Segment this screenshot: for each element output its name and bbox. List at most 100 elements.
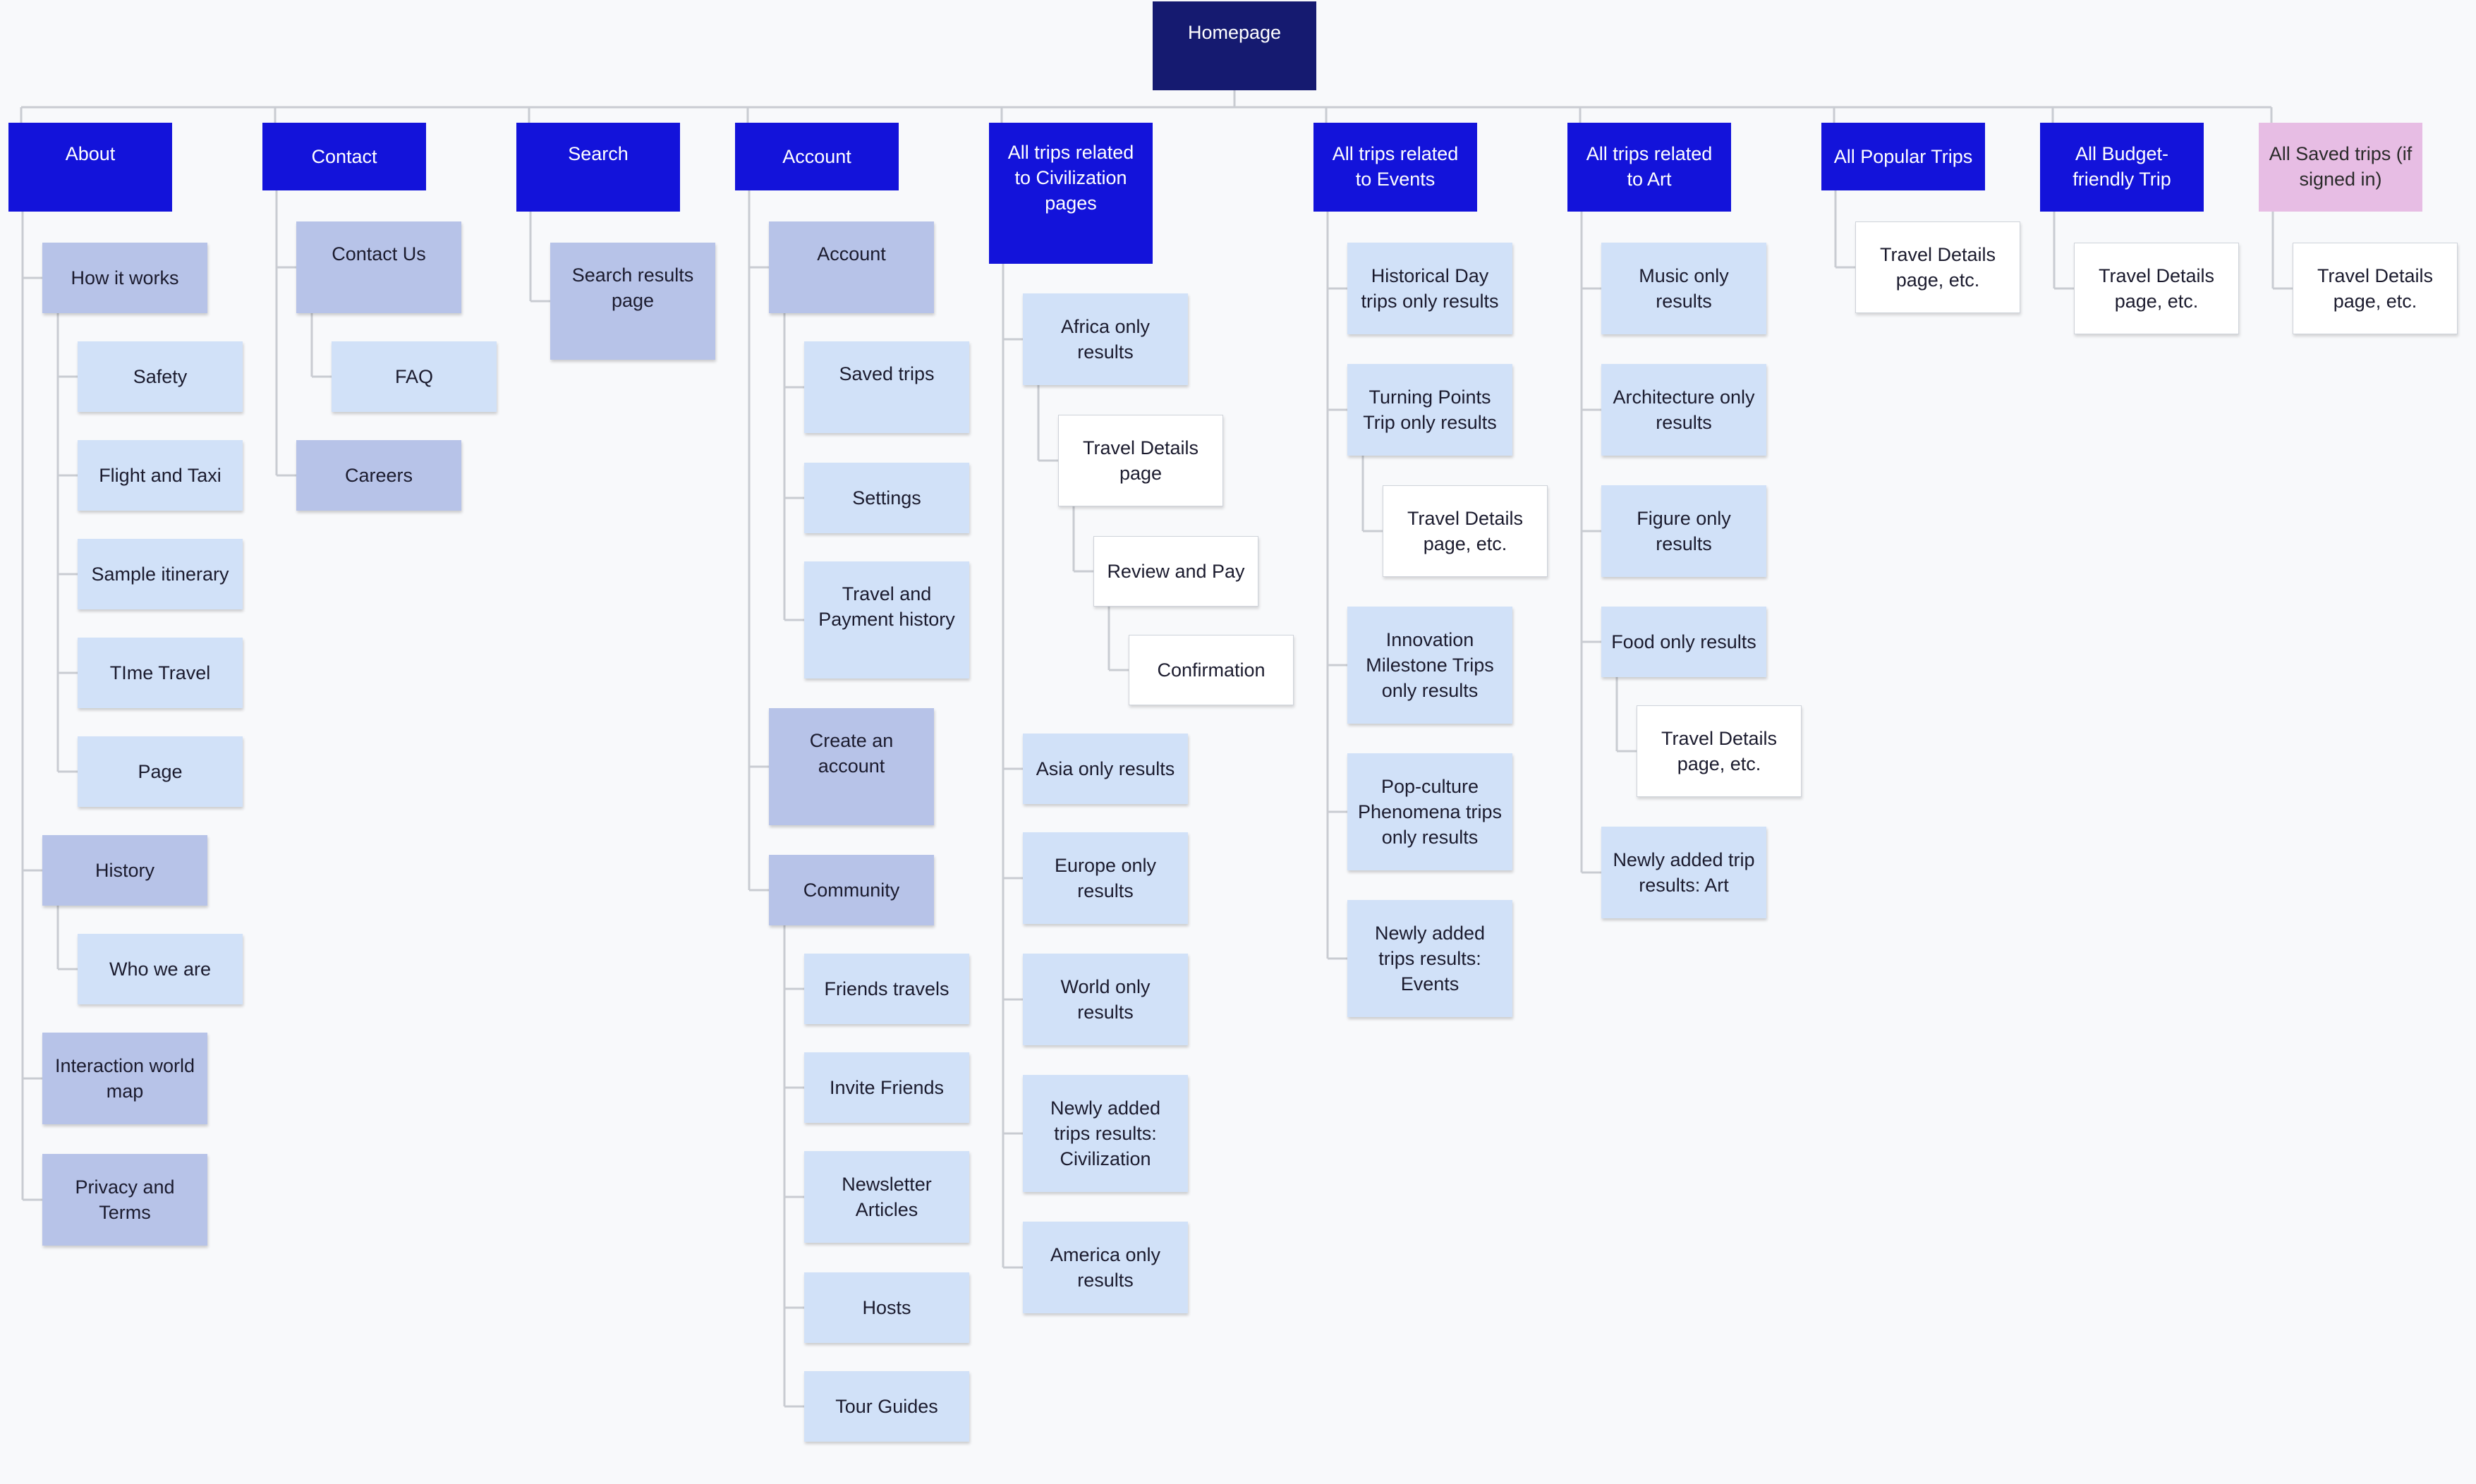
travel-payment-node[interactable]: Travel and Payment history bbox=[804, 561, 969, 679]
newsletter-node[interactable]: Newsletter Articles bbox=[804, 1151, 969, 1243]
search-node[interactable]: Search bbox=[516, 123, 680, 212]
music-label: Music only results bbox=[1639, 265, 1729, 312]
new-events-node[interactable]: Newly added trips results: Events bbox=[1347, 900, 1512, 1017]
privacy-terms-node[interactable]: Privacy and Terms bbox=[42, 1154, 207, 1246]
pop-culture-label: Pop-culture Phenomena trips only results bbox=[1357, 776, 1503, 848]
travel-details-events-node[interactable]: Travel Details page, etc. bbox=[1383, 485, 1548, 577]
events-label: All trips related to Events bbox=[1332, 143, 1459, 190]
travel-details-budget-node[interactable]: Travel Details page, etc. bbox=[2074, 243, 2239, 334]
contact-us-node[interactable]: Contact Us bbox=[296, 221, 461, 313]
travel-details-saved-node[interactable]: Travel Details page, etc. bbox=[2293, 243, 2458, 334]
search-results-label: Search results page bbox=[571, 264, 694, 311]
history-node[interactable]: History bbox=[42, 835, 207, 906]
how-it-works-node[interactable]: How it works bbox=[42, 243, 207, 313]
food-label: Food only results bbox=[1611, 631, 1756, 652]
who-we-are-node[interactable]: Who we are bbox=[78, 934, 243, 1004]
travel-details-popular-node[interactable]: Travel Details page, etc. bbox=[1855, 221, 2020, 313]
account-node[interactable]: Account bbox=[735, 123, 899, 190]
budget-node[interactable]: All Budget-friendly Trip bbox=[2040, 123, 2204, 212]
homepage-node[interactable]: Homepage bbox=[1153, 1, 1316, 90]
new-civilization-node[interactable]: Newly added trips results: Civilization bbox=[1023, 1075, 1188, 1192]
saved-trips-node[interactable]: Saved trips bbox=[804, 341, 969, 433]
figure-node[interactable]: Figure only results bbox=[1601, 485, 1766, 577]
popular-node[interactable]: All Popular Trips bbox=[1821, 123, 1985, 190]
interaction-map-node[interactable]: Interaction world map bbox=[42, 1033, 207, 1124]
careers-label: Careers bbox=[344, 465, 413, 486]
about-node[interactable]: About bbox=[8, 123, 172, 212]
safety-label: Safety bbox=[133, 366, 188, 387]
contact-label: Contact bbox=[311, 146, 377, 167]
who-we-are-label: Who we are bbox=[109, 959, 212, 980]
travel-details-events-label: Travel Details page, etc. bbox=[1407, 508, 1524, 554]
invite-friends-label: Invite Friends bbox=[829, 1077, 945, 1098]
page-label: Page bbox=[138, 761, 183, 782]
hosts-node[interactable]: Hosts bbox=[804, 1272, 969, 1343]
account-sub-node[interactable]: Account bbox=[769, 221, 934, 313]
events-node[interactable]: All trips related to Events bbox=[1313, 123, 1477, 212]
innovation-node[interactable]: Innovation Milestone Trips only results bbox=[1347, 607, 1512, 724]
review-pay-label: Review and Pay bbox=[1107, 561, 1245, 582]
create-account-node[interactable]: Create an account bbox=[769, 708, 934, 825]
about-label: About bbox=[65, 143, 116, 164]
america-node[interactable]: America only results bbox=[1023, 1222, 1188, 1313]
africa-node[interactable]: Africa only results bbox=[1023, 293, 1188, 385]
europe-label: Europe only results bbox=[1054, 855, 1157, 901]
confirmation-label: Confirmation bbox=[1157, 659, 1266, 681]
settings-label: Settings bbox=[852, 487, 921, 509]
saved-trips-category-node[interactable]: All Saved trips (if signed in) bbox=[2259, 123, 2422, 212]
civilization-label: All trips related to Civilization pages bbox=[1007, 142, 1134, 214]
world-label: World only results bbox=[1060, 976, 1151, 1023]
confirmation-node[interactable]: Confirmation bbox=[1129, 635, 1294, 705]
create-account-label: Create an account bbox=[809, 730, 894, 777]
saved-trips-category-label: All Saved trips (if signed in) bbox=[2269, 143, 2413, 190]
travel-details-art-label: Travel Details page, etc. bbox=[1661, 728, 1778, 774]
art-node[interactable]: All trips related to Art bbox=[1567, 123, 1731, 212]
world-node[interactable]: World only results bbox=[1023, 954, 1188, 1045]
interaction-map-label: Interaction world map bbox=[54, 1055, 195, 1102]
art-label: All trips related to Art bbox=[1586, 143, 1713, 190]
tour-guides-label: Tour Guides bbox=[835, 1396, 938, 1417]
careers-node[interactable]: Careers bbox=[296, 440, 461, 511]
newsletter-label: Newsletter Articles bbox=[842, 1174, 932, 1220]
new-art-label: Newly added trip results: Art bbox=[1613, 849, 1755, 896]
architecture-label: Architecture only results bbox=[1613, 387, 1755, 433]
history-label: History bbox=[95, 860, 154, 881]
budget-label: All Budget-friendly Trip bbox=[2073, 143, 2171, 190]
safety-node[interactable]: Safety bbox=[78, 341, 243, 412]
turning-points-label: Turning Points Trip only results bbox=[1363, 387, 1497, 433]
settings-node[interactable]: Settings bbox=[804, 463, 969, 533]
travel-details-page-node[interactable]: Travel Details page bbox=[1058, 415, 1223, 506]
europe-node[interactable]: Europe only results bbox=[1023, 832, 1188, 924]
sample-itinerary-label: Sample itinerary bbox=[91, 564, 229, 585]
sample-itinerary-node[interactable]: Sample itinerary bbox=[78, 539, 243, 609]
music-node[interactable]: Music only results bbox=[1601, 243, 1766, 334]
travel-details-popular-label: Travel Details page, etc. bbox=[1879, 244, 1996, 291]
search-results-node[interactable]: Search results page bbox=[550, 243, 715, 360]
time-travel-node[interactable]: TIme Travel bbox=[78, 638, 243, 708]
travel-details-art-node[interactable]: Travel Details page, etc. bbox=[1637, 705, 1802, 797]
pop-culture-node[interactable]: Pop-culture Phenomena trips only results bbox=[1347, 753, 1512, 870]
tour-guides-node[interactable]: Tour Guides bbox=[804, 1371, 969, 1442]
search-label: Search bbox=[568, 143, 629, 164]
faq-node[interactable]: FAQ bbox=[332, 341, 497, 412]
asia-node[interactable]: Asia only results bbox=[1023, 734, 1188, 804]
travel-details-page-label: Travel Details page bbox=[1082, 437, 1199, 484]
historical-day-node[interactable]: Historical Day trips only results bbox=[1347, 243, 1512, 334]
community-label: Community bbox=[803, 880, 900, 901]
time-travel-label: TIme Travel bbox=[109, 662, 211, 683]
flight-taxi-node[interactable]: Flight and Taxi bbox=[78, 440, 243, 511]
community-node[interactable]: Community bbox=[769, 855, 934, 925]
invite-friends-node[interactable]: Invite Friends bbox=[804, 1052, 969, 1123]
friends-travels-node[interactable]: Friends travels bbox=[804, 954, 969, 1024]
civilization-node[interactable]: All trips related to Civilization pages bbox=[989, 123, 1153, 264]
architecture-node[interactable]: Architecture only results bbox=[1601, 364, 1766, 456]
turning-points-node[interactable]: Turning Points Trip only results bbox=[1347, 364, 1512, 456]
review-pay-node[interactable]: Review and Pay bbox=[1093, 536, 1258, 607]
new-events-label: Newly added trips results: Events bbox=[1374, 923, 1486, 995]
new-art-node[interactable]: Newly added trip results: Art bbox=[1601, 827, 1766, 918]
page-node[interactable]: Page bbox=[78, 736, 243, 807]
contact-node[interactable]: Contact bbox=[262, 123, 426, 190]
food-node[interactable]: Food only results bbox=[1601, 607, 1766, 677]
historical-day-label: Historical Day trips only results bbox=[1361, 265, 1499, 312]
america-label: America only results bbox=[1050, 1244, 1161, 1291]
